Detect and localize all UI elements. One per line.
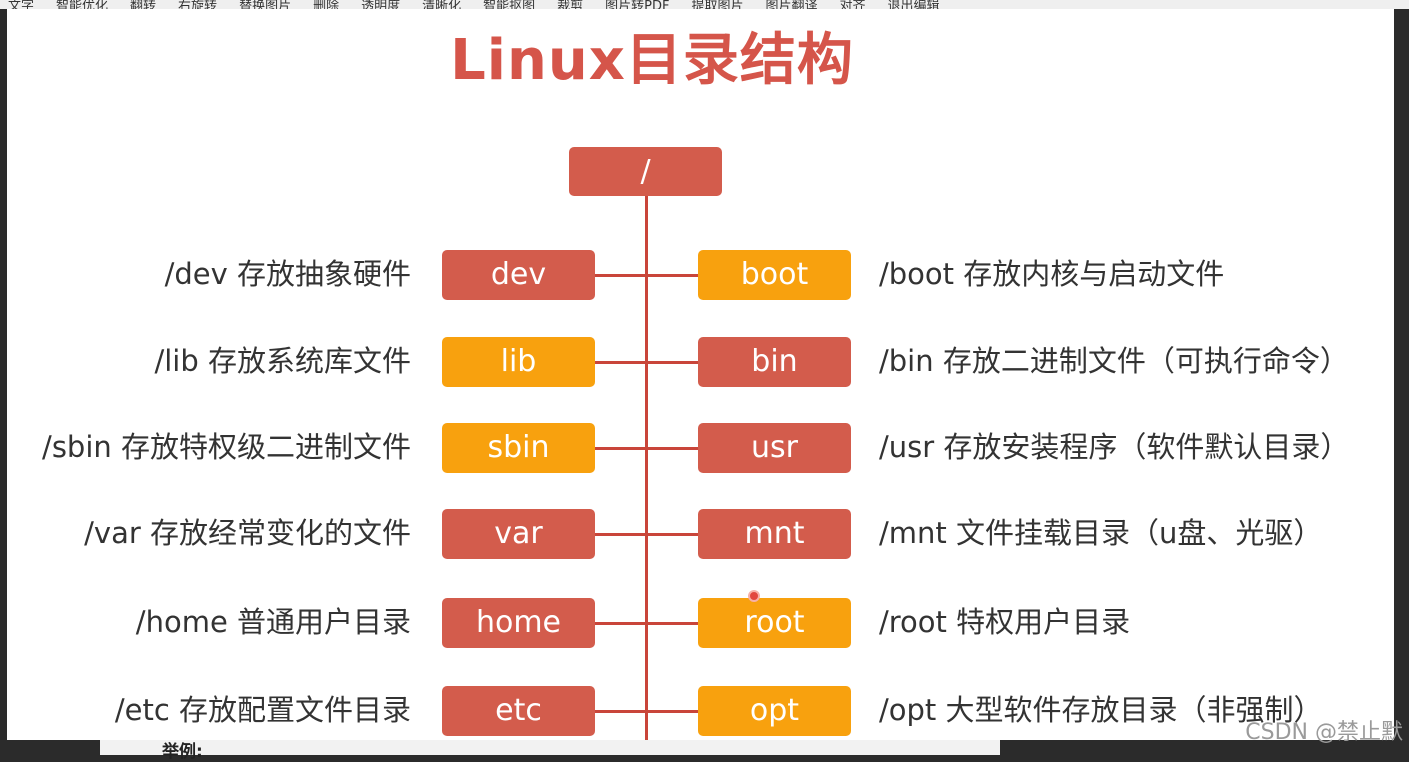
toolbar-item[interactable]: 智能优化 [56,0,109,9]
directory-box-boot: boot [698,250,851,300]
directory-box-sbin: sbin [442,423,595,473]
branch-line [595,361,645,364]
directory-box-bin: bin [698,337,851,387]
toolbar-item[interactable]: 提取图片 [691,0,744,9]
directory-box-root: root [698,598,851,648]
toolbar-item[interactable]: 替换图片 [239,0,292,9]
directory-description-usr: /usr 存放安装程序（软件默认目录） [879,430,1350,464]
toolbar-item[interactable]: 清晰化 [422,0,462,9]
directory-box-etc: etc [442,686,595,736]
directory-box-opt: opt [698,686,851,736]
slide: Linux目录结构 / dev/dev 存放抽象硬件 lib/lib 存放系统库文… [7,9,1394,740]
underlying-text: 举例: [162,742,203,762]
cursor-dot [748,590,760,602]
toolbar-item[interactable]: 透明度 [361,0,401,9]
directory-box-mnt: mnt [698,509,851,559]
toolbar-item[interactable]: 图片转PDF [605,0,670,9]
branch-line [648,533,698,536]
branch-line [595,710,645,713]
branch-line [595,274,645,277]
branch-line [595,622,645,625]
branch-line [648,274,698,277]
toolbar-item[interactable]: 删除 [313,0,340,9]
tree-trunk-line [645,196,648,740]
toolbar-item[interactable]: 文字 [8,0,35,9]
directory-description-opt: /opt 大型软件存放目录（非强制） [879,693,1323,727]
toolbar-item[interactable]: 右旋转 [178,0,218,9]
directory-description-var: /var 存放经常变化的文件 [84,516,411,550]
branch-line [648,361,698,364]
directory-description-root: /root 特权用户目录 [879,605,1131,639]
slide-title: Linux目录结构 [450,28,854,93]
toolbar-item[interactable]: 退出编辑 [887,0,940,9]
directory-box-var: var [442,509,595,559]
branch-line [648,447,698,450]
root-directory-box: / [569,147,722,196]
directory-box-lib: lib [442,337,595,387]
branch-line [595,447,645,450]
directory-description-home: /home 普通用户目录 [135,605,411,639]
toolbar-item[interactable]: 翻转 [130,0,157,9]
csdn-watermark: CSDN @禁止默 [1245,720,1403,745]
directory-description-dev: /dev 存放抽象硬件 [164,257,411,291]
directory-description-bin: /bin 存放二进制文件（可执行命令） [879,344,1349,378]
branch-line [648,710,698,713]
directory-box-usr: usr [698,423,851,473]
toolbar-item[interactable]: 对齐 [839,0,866,9]
right-border [1394,9,1409,740]
directory-description-mnt: /mnt 文件挂载目录（u盘、光驱） [879,516,1323,550]
toolbar-item[interactable]: 图片翻译 [765,0,818,9]
branch-line [648,622,698,625]
directory-box-dev: dev [442,250,595,300]
branch-line [595,533,645,536]
image-edit-toolbar: 文字 智能优化 翻转 右旋转 替换图片 删除 透明度 清晰化 智能抠图 裁剪 图片转PDF 提取图片 图… [0,0,1409,9]
toolbar-item[interactable]: 裁剪 [557,0,584,9]
underlying-document: 举例: [100,740,1000,762]
directory-description-lib: /lib 存放系统库文件 [154,344,411,378]
directory-description-boot: /boot 存放内核与启动文件 [879,257,1225,291]
directory-description-sbin: /sbin 存放特权级二进制文件 [42,430,411,464]
directory-description-etc: /etc 存放配置文件目录 [114,693,411,727]
directory-box-home: home [442,598,595,648]
bottom-border: 举例: [0,740,1409,762]
toolbar-item[interactable]: 智能抠图 [483,0,536,9]
